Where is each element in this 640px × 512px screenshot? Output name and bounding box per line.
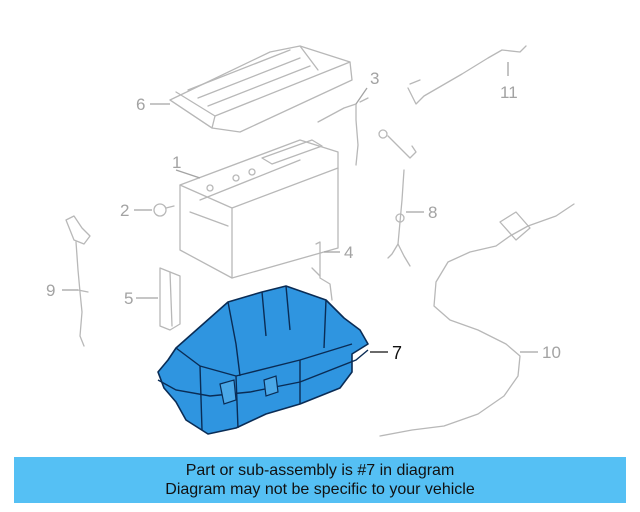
callout-10: 10 [542,343,561,362]
callout-5: 5 [124,289,133,308]
callout-4: 4 [344,243,353,262]
parts-diagram: 1 2 3 4 5 6 7 8 9 10 11 [46,45,575,437]
part-5-bracket [159,267,181,331]
callout-7: 7 [392,343,402,363]
part-3-cable [317,97,369,166]
info-banner: Part or sub-assembly is #7 in diagram Di… [14,457,626,503]
banner-line-2: Diagram may not be specific to your vehi… [165,481,475,498]
callout-3: 3 [370,69,379,88]
part-4-bracket [311,241,333,301]
part-11-cable [407,45,527,105]
callout-8: 8 [428,203,437,222]
callout-1: 1 [172,153,181,172]
part-7-battery-tray [157,285,369,435]
part-10-cable [379,203,575,437]
part-6-battery-cover [169,45,353,133]
part-2-bolt [153,203,175,217]
banner-line-1: Part or sub-assembly is #7 in diagram [185,462,455,479]
callout-11: 11 [500,83,518,102]
part-9-sensor [65,215,91,347]
part-8-harness [378,129,417,267]
callout-6: 6 [136,95,145,114]
leader-lines [62,62,538,353]
callout-9: 9 [46,281,55,300]
part-1-battery [179,139,339,279]
callout-2: 2 [120,201,129,220]
